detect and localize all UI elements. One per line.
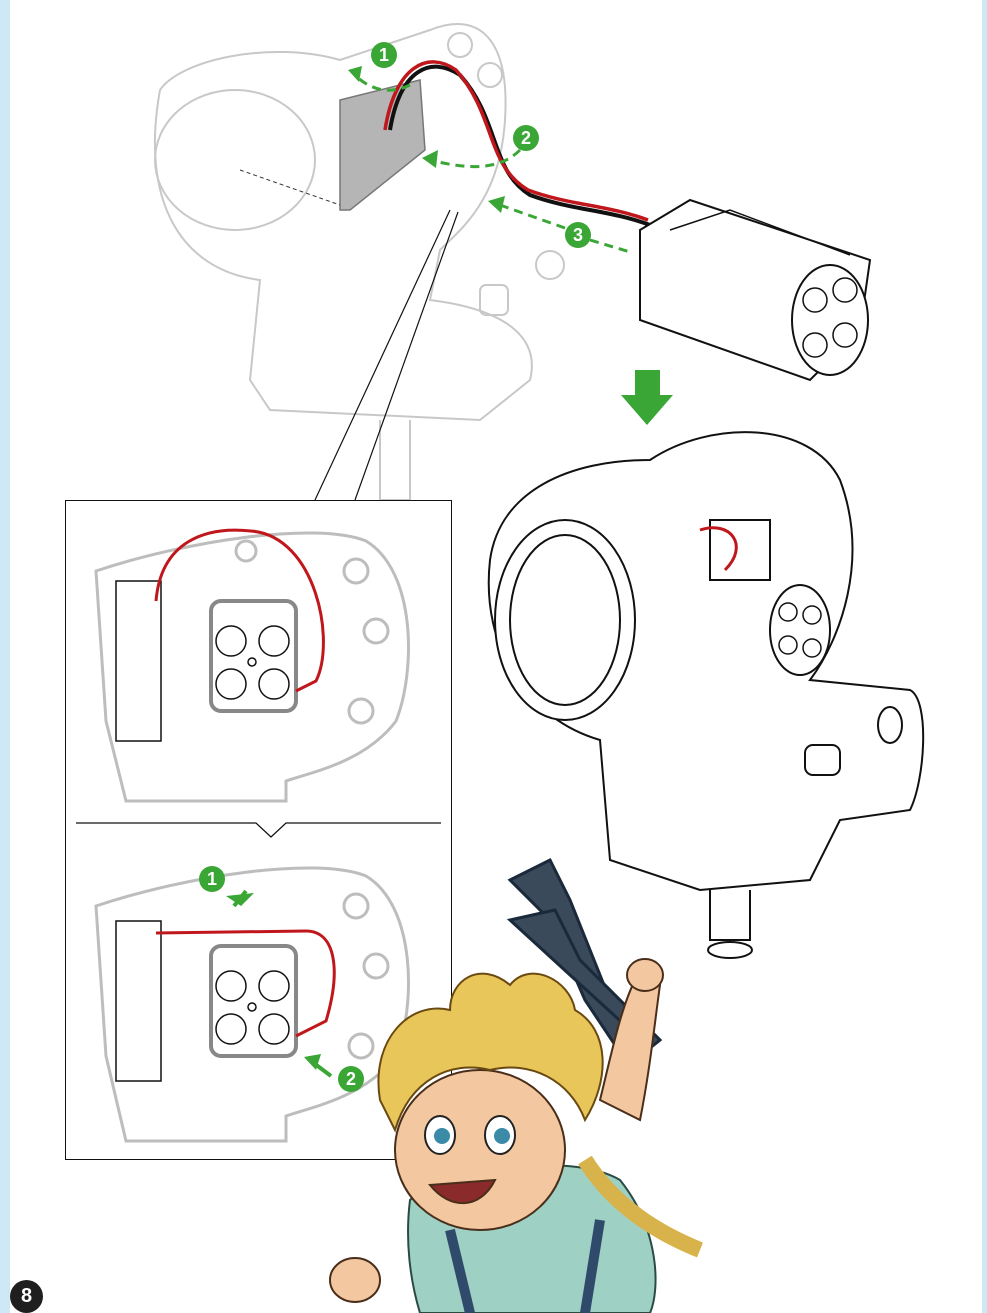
detail-panel-art (66, 501, 451, 1159)
detail-step-badge-1: 1 (199, 866, 225, 892)
down-arrow-icon (621, 370, 673, 425)
step-badge-1: 1 (371, 42, 397, 68)
battery-slot-plate (340, 80, 425, 210)
page-content: 1 2 3 (10, 0, 982, 1308)
step-badge-2: 2 (513, 125, 539, 151)
step-badge-3: 3 (565, 222, 591, 248)
robot-head-icon (489, 432, 923, 958)
battery-box-icon (640, 200, 870, 380)
page-number: 8 (10, 1280, 43, 1313)
detail-step-badge-2: 2 (338, 1066, 364, 1092)
detail-panel: 1 2 (65, 500, 452, 1160)
manual-page: 1 2 3 (10, 0, 982, 1313)
